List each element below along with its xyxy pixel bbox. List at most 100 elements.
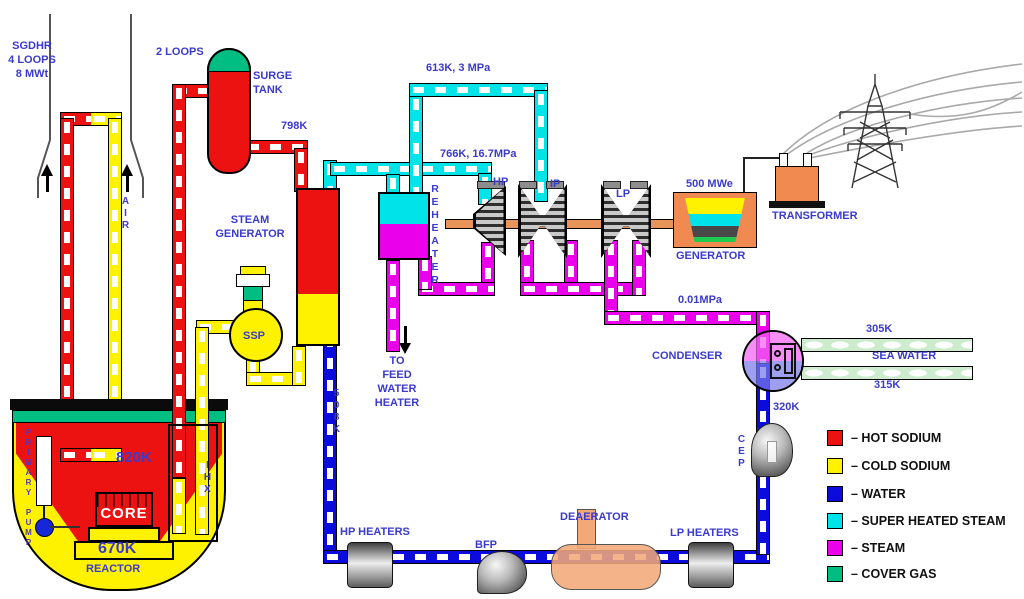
primary-pump-shaft	[36, 436, 52, 506]
air-arrow-right-stem	[126, 176, 129, 192]
sg-bottom-riser	[292, 346, 306, 386]
surge-tank-label-2: TANK	[253, 84, 283, 96]
seawater-outlet-pipe	[801, 366, 973, 380]
sgdhr-hot-leg	[60, 118, 74, 462]
ssp-sg-bottom-run	[246, 372, 306, 386]
generator-transformer-wire-h	[743, 157, 781, 159]
temp-305k: 305K	[866, 323, 893, 335]
temp-315k: 315K	[874, 379, 901, 391]
transformer-base	[769, 201, 825, 208]
temp-798k: 798K	[281, 120, 308, 132]
fwh-arrow-head	[399, 343, 411, 354]
sgdhr-label-1: SGDHR	[12, 40, 52, 52]
primary-pump-line	[50, 526, 80, 528]
lp-casing-cap-left	[603, 181, 621, 189]
bfp-pump	[477, 551, 527, 594]
lp-exhaust-drop	[604, 240, 618, 324]
reheater-steam-out	[380, 194, 428, 228]
ihx-label: IHX	[202, 460, 213, 496]
legend-swatch-superheated-steam	[827, 513, 843, 529]
air-arrow-left-stem	[46, 176, 49, 192]
legend-label-cold-sodium: – COLD SODIUM	[851, 459, 951, 473]
bfp-label: BFP	[475, 539, 497, 551]
legend-label-superheated-steam: – SUPER HEATED STEAM	[851, 514, 1006, 528]
legend-label-cover-gas: – COVER GAS	[851, 567, 937, 581]
sgdhr-label-3: 8 MWt	[15, 68, 49, 80]
legend-swatch-cover-gas	[827, 566, 843, 582]
reheater-steam-in	[380, 224, 428, 258]
condenser-feed-line	[604, 311, 770, 325]
reactor-label: REACTOR	[86, 563, 141, 575]
fwh-label-2: FEED	[382, 369, 412, 381]
lp-heaters-vessel	[688, 542, 734, 588]
air-label: AIR	[120, 196, 131, 232]
sg-cold-section	[298, 294, 338, 344]
hp-heaters-vessel	[347, 542, 393, 588]
ssp-cover-gas	[244, 287, 262, 301]
lp-heaters-label: LP HEATERS	[670, 527, 739, 539]
fwh-label-3: WATER	[377, 383, 417, 395]
steam-generator	[296, 188, 340, 346]
tower-lattice	[839, 74, 911, 189]
fwh-label-4: HEATER	[374, 397, 420, 409]
temp-320k: 320K	[773, 401, 800, 413]
grid-wires	[782, 63, 1023, 159]
exhaust-pressure-label: 0.01MPa	[678, 294, 723, 306]
legend-label-hot-sodium: – HOT SODIUM	[851, 431, 942, 445]
transformer	[775, 166, 819, 203]
core-label: CORE	[100, 505, 148, 522]
main-steam-label: 766K, 16.7MPa	[440, 148, 517, 160]
sodium-riser	[172, 84, 186, 478]
fwh-arrow-stem	[404, 326, 407, 344]
surge-tank	[207, 48, 251, 174]
cep-pump	[751, 423, 793, 477]
generator-rating-label: 500 MWe	[686, 178, 733, 190]
core-pedestal-lower	[74, 541, 174, 560]
condenser-label: CONDENSER	[652, 350, 723, 362]
air-arrow-right	[121, 164, 133, 176]
seawater-inlet-pipe	[801, 338, 973, 352]
deaerator-tank	[551, 544, 661, 590]
hp-turbine-label: HP	[493, 176, 509, 188]
ip-lp-crossover	[520, 282, 646, 296]
lp-inlet-riser	[632, 240, 646, 296]
ip-casing-cap-right	[546, 181, 564, 189]
reactor-core: CORE	[95, 492, 153, 527]
reheat-steam-label: 613K, 3 MPa	[426, 62, 491, 74]
cep-label: CEP	[736, 434, 747, 470]
sg-inlet-drop	[294, 148, 308, 192]
sg-label-1: STEAM	[230, 214, 270, 226]
generator-windings	[685, 198, 745, 242]
reheater-return-riser	[418, 256, 432, 290]
sgdhr-chimney	[37, 14, 144, 198]
generator-label: GENERATOR	[676, 250, 746, 262]
legend-swatch-hot-sodium	[827, 430, 843, 446]
reheater-label: REHEATER	[429, 183, 441, 287]
hp-heaters-label: HP HEATERS	[340, 526, 410, 538]
ip-inlet-drop	[534, 90, 548, 202]
temp-670k: 670K	[98, 540, 137, 557]
ssp-body	[229, 308, 283, 362]
ihx-shell	[168, 424, 218, 542]
legend-label-steam: – STEAM	[851, 541, 906, 555]
fwh-label-1: TO	[389, 355, 405, 367]
reheater	[378, 192, 430, 260]
temp-508k: 508K	[331, 388, 342, 436]
hp-exhaust-run	[418, 282, 495, 296]
generator	[673, 192, 757, 248]
condenser	[742, 330, 804, 392]
legend-swatch-steam	[827, 540, 843, 556]
deaerator-label: DEAERATOR	[560, 511, 629, 523]
sg-hot-section	[298, 190, 338, 298]
seawater-label: SEA WATER	[872, 350, 937, 362]
reactor-cover-gas-band	[12, 410, 226, 423]
ip-casing-cap-left	[519, 181, 537, 189]
ssp-label: SSP	[243, 330, 266, 342]
ssp-neck	[243, 286, 263, 314]
reheat-steam-line	[409, 83, 548, 97]
sgdhr-pool-bend-hot	[60, 448, 92, 462]
legend-swatch-water	[827, 486, 843, 502]
fwh-extraction-drop	[386, 260, 400, 352]
air-arrow-left	[41, 164, 53, 176]
